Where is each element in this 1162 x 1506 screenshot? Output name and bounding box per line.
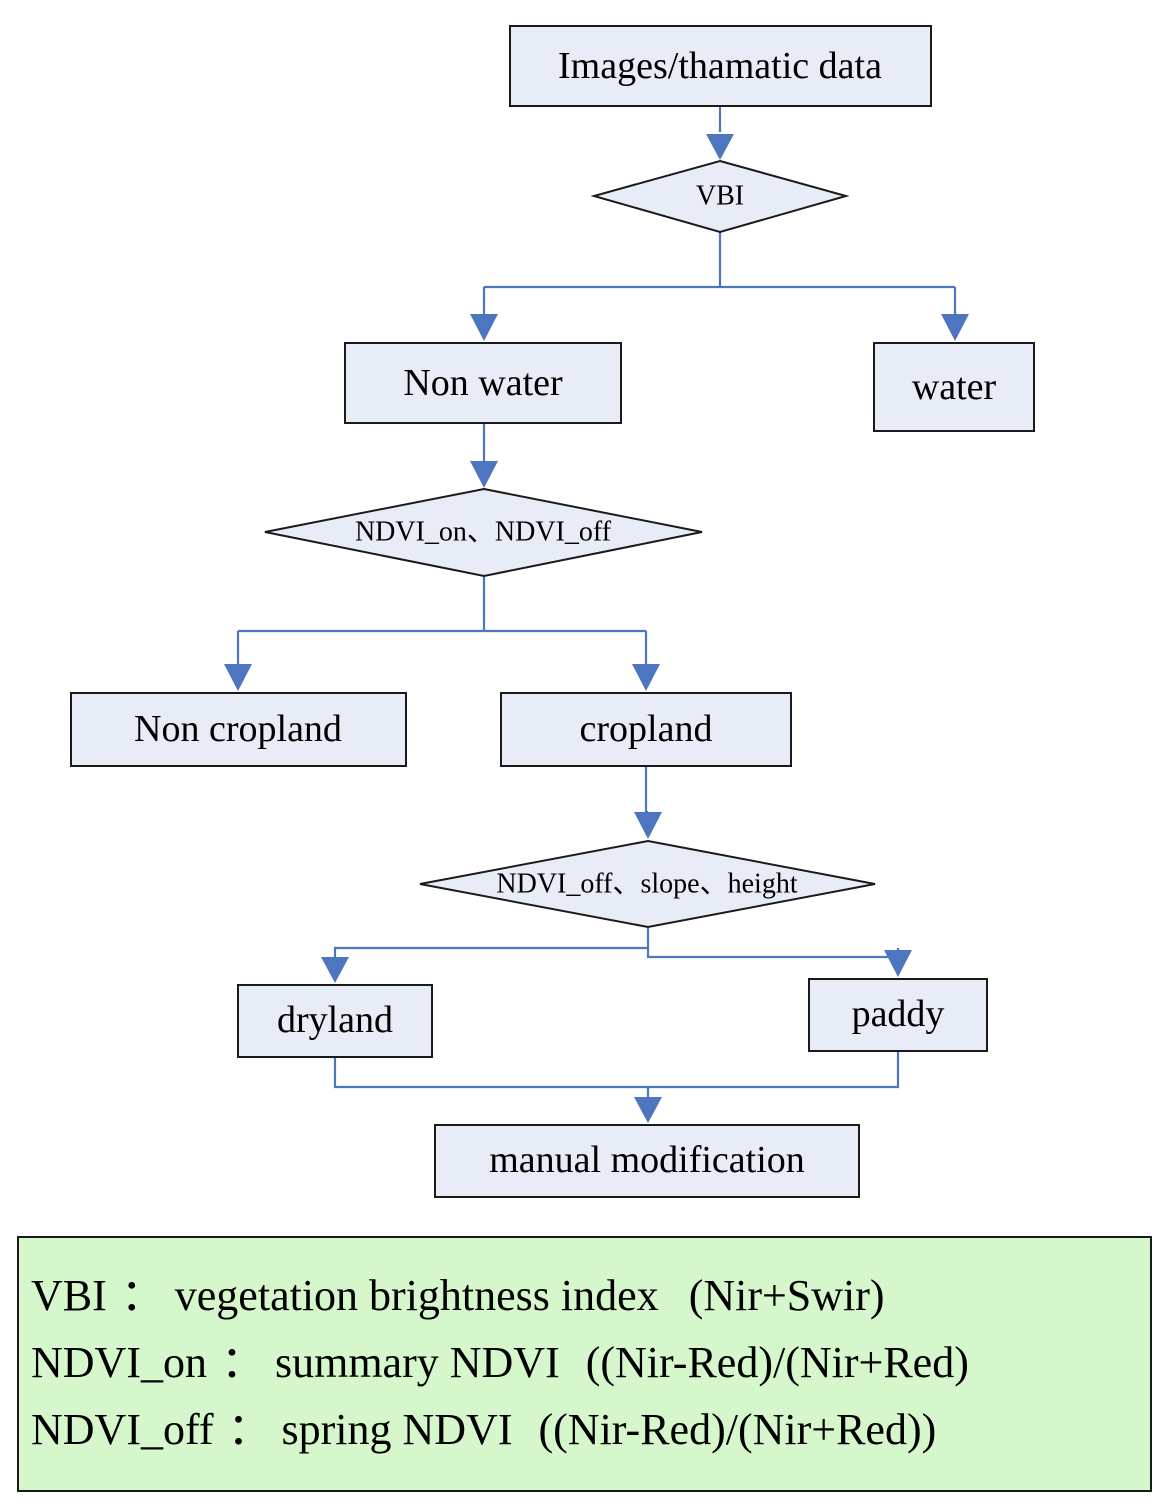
connector-slope-split — [333, 927, 898, 959]
legend-term: VBI — [31, 1271, 107, 1320]
arrowhead — [470, 314, 498, 341]
legend-definition: vegetation brightness index — [174, 1271, 659, 1320]
node-manual-modification: manual modification — [434, 1124, 860, 1198]
node-non-cropland: Non cropland — [70, 692, 407, 767]
node-dryland-label: dryland — [277, 999, 393, 1041]
legend-line-ndvi-off: NDVI_off ：spring NDVI ((Nir-Red)/(Nir+Red)… — [31, 1396, 1138, 1463]
decision-vbi: VBI — [590, 159, 850, 234]
connector-cropland-to-slope — [644, 767, 648, 814]
arrowhead — [321, 957, 349, 983]
node-dryland: dryland — [237, 984, 433, 1058]
legend-term: NDVI_on — [31, 1338, 207, 1387]
legend-box: VBI：vegetation brightness index(Nir+Swir… — [17, 1236, 1152, 1492]
decision-vbi-label: VBI — [696, 181, 744, 212]
legend-formula: ((Nir-Red)/(Nir+Red) — [585, 1338, 969, 1387]
arrowhead — [941, 314, 969, 341]
node-water: water — [873, 342, 1035, 432]
node-images: Images/thamatic data — [509, 25, 932, 107]
node-non-water-label: Non water — [403, 362, 563, 404]
legend-formula: (Nir+Swir) — [688, 1271, 885, 1320]
legend-separator: ： — [220, 1338, 265, 1387]
arrowhead — [706, 134, 734, 160]
node-cropland-label: cropland — [580, 708, 713, 750]
flowchart: Images/thamatic data VBI Non water water… — [70, 25, 1035, 1198]
node-manual-modification-label: manual modification — [489, 1139, 805, 1181]
decision-ndvi-slope-height-label: NDVI_off、slope、height — [496, 869, 797, 900]
decision-ndvi-on-off-label: NDVI_on、NDVI_off — [355, 517, 612, 548]
connectors — [224, 106, 969, 1123]
legend-separator: ： — [227, 1405, 272, 1454]
arrowhead — [884, 950, 912, 977]
legend-term: NDVI_off — [31, 1405, 214, 1454]
connector-ndvi-split — [236, 576, 648, 664]
arrowhead — [634, 812, 662, 839]
node-paddy-label: paddy — [852, 993, 945, 1035]
node-cropland: cropland — [500, 692, 792, 767]
legend-line-vbi: VBI ：vegetation brightness index (Nir+Swir… — [31, 1262, 1138, 1329]
node-non-water: Non water — [344, 342, 622, 424]
decision-ndvi-on-off: NDVI_on、NDVI_off — [264, 487, 703, 578]
node-images-label: Images/thamatic data — [558, 45, 882, 87]
legend-formula: ((Nir-Red)/(Nir+Red)) — [538, 1405, 937, 1454]
arrowhead — [224, 664, 252, 691]
arrowhead — [634, 1097, 662, 1123]
arrowhead — [632, 664, 660, 691]
connector-merge — [333, 1052, 900, 1097]
node-paddy: paddy — [808, 978, 988, 1052]
legend-definition: spring NDVI — [281, 1405, 513, 1454]
connector-vbi-split — [482, 232, 957, 314]
arrowhead — [470, 461, 498, 488]
legend-separator: ： — [120, 1271, 165, 1320]
decision-ndvi-slope-height: NDVI_off、slope、height — [419, 839, 876, 929]
legend-definition: summary NDVI — [274, 1338, 560, 1387]
node-non-cropland-label: Non cropland — [134, 708, 342, 750]
node-water-label: water — [912, 366, 997, 408]
legend-line-ndvi-on: NDVI_on ：summary NDVI ((Nir-Red)/(Nir+Red) — [31, 1329, 1138, 1396]
